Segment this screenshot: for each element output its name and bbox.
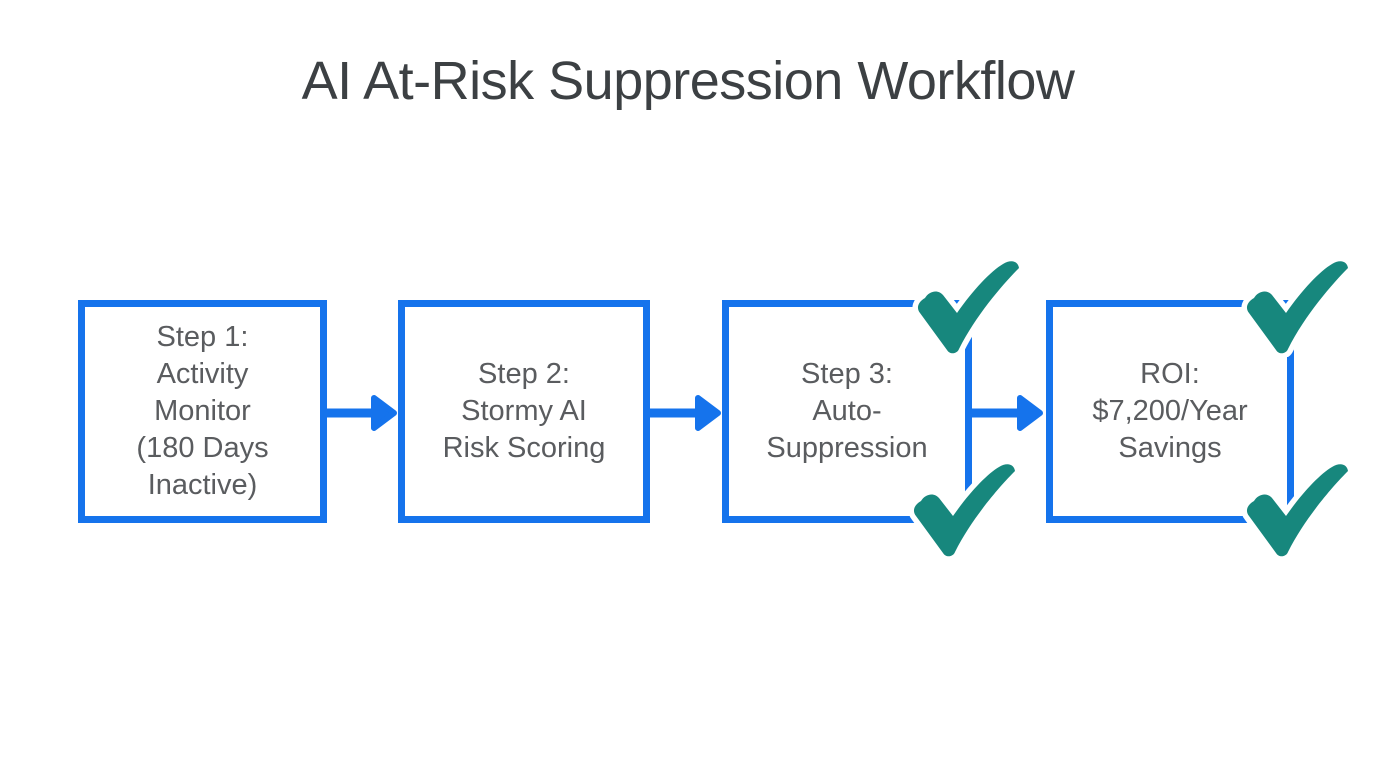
- step-2-label: Step 2: Stormy AI Risk Scoring: [442, 358, 606, 464]
- step-4-box: ROI: $7,200/Year Savings: [1046, 300, 1294, 523]
- flow-arrow-icon: [325, 395, 397, 431]
- page-title: AI At-Risk Suppression Workflow: [301, 51, 1075, 111]
- step-2-box: Step 2: Stormy AI Risk Scoring: [398, 300, 650, 523]
- checkmark-icon: [908, 460, 1020, 560]
- step-1-label: Step 1: Activity Monitor (180 Days Inact…: [136, 321, 269, 501]
- flow-arrow-icon: [649, 395, 721, 431]
- checkmark-icon: [912, 257, 1024, 357]
- step-3-label: Step 3: Auto- Suppression: [766, 358, 928, 464]
- checkmark-icon: [1241, 257, 1353, 357]
- step-1-box: Step 1: Activity Monitor (180 Days Inact…: [78, 300, 327, 523]
- checkmark-icon: [1241, 460, 1353, 560]
- step-4-label: ROI: $7,200/Year Savings: [1092, 358, 1248, 464]
- step-3-box: Step 3: Auto- Suppression: [722, 300, 972, 523]
- flow-arrow-icon: [971, 395, 1043, 431]
